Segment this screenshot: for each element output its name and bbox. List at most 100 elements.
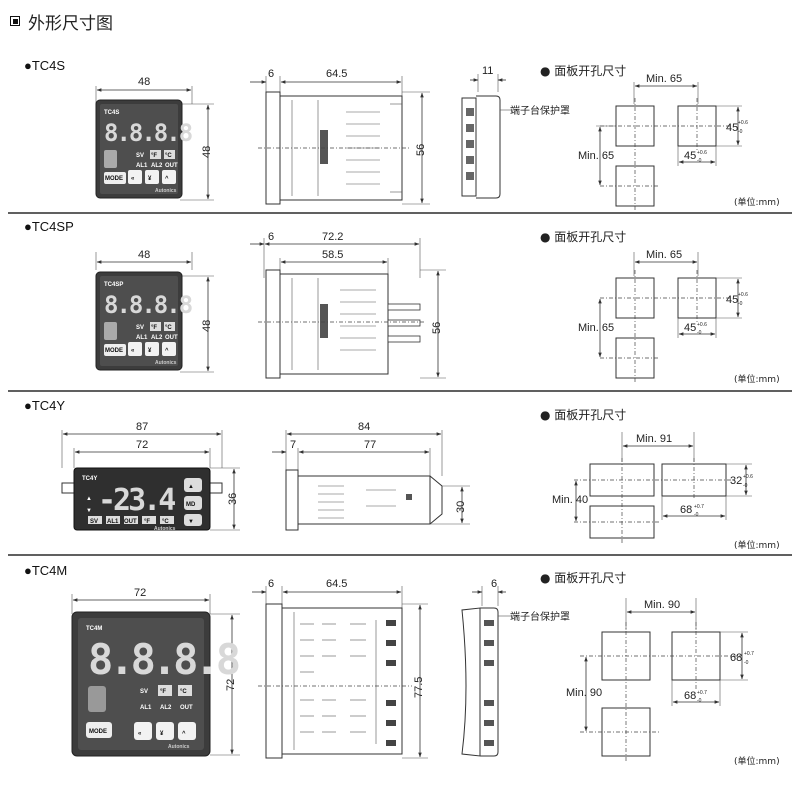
dim-height: 48 bbox=[201, 146, 213, 158]
unit-label: (单位:mm) bbox=[734, 755, 780, 767]
mode-button-label: MODE bbox=[89, 729, 107, 735]
hole-height-tol-minus: -0 bbox=[743, 483, 748, 489]
md-button-label: MD bbox=[186, 502, 196, 508]
dim-height: 72 bbox=[225, 679, 237, 691]
section-tc4y: ●TC4Y 87 72 TC4Y ▲ ▼ -23.4 ▲ MD ▼ SV AL1 bbox=[24, 398, 780, 551]
double-chevron-up-icon: ^ bbox=[182, 731, 186, 737]
cutout-heading: ● 面板开孔尺寸 bbox=[540, 408, 626, 422]
hole-width: 45 bbox=[684, 150, 696, 162]
label-sv: SV bbox=[90, 519, 98, 525]
double-chevron-left-icon: « bbox=[131, 348, 135, 354]
hole-height-tol-minus: -0 bbox=[738, 129, 743, 135]
label-out: OUT bbox=[180, 705, 193, 711]
dim-width-inner: 72 bbox=[136, 439, 148, 451]
label-f: °F bbox=[151, 325, 157, 331]
front-view: 48 48 TC4S 8.8.8.8 SV °F °C AL1 AL2 OUT … bbox=[95, 76, 214, 201]
label-sv: SV bbox=[136, 153, 144, 159]
hole-width-tol-minus: -0 bbox=[697, 330, 702, 336]
left-button bbox=[128, 170, 142, 184]
brand-logo: Autonics bbox=[155, 360, 177, 366]
panel-cutout: ● 面板开孔尺寸 Min. 91 Min. 40 32 +0.6 -0 68 bbox=[540, 408, 780, 551]
label-c: °C bbox=[165, 153, 172, 159]
hole-width-tol-plus: +0.7 bbox=[697, 690, 707, 696]
hole-width-tol-plus: +0.6 bbox=[697, 322, 707, 328]
mode-button bbox=[104, 172, 126, 184]
section-tc4s: ●TC4S 48 48 TC4S 8.8.8.8 SV °F °C AL1 AL… bbox=[24, 58, 780, 212]
dim-height: 36 bbox=[227, 493, 239, 505]
hole-width-tol-minus: -0 bbox=[697, 158, 702, 164]
hole-height: 45 bbox=[726, 122, 738, 134]
dim-inner-depth: 58.5 bbox=[322, 249, 343, 261]
label-out: OUT bbox=[165, 163, 178, 169]
side-view: 84 7 77 30 bbox=[272, 421, 470, 531]
double-chevron-down-icon: ¥ bbox=[160, 731, 164, 737]
triangle-up-icon: ▲ bbox=[188, 484, 194, 490]
dim-bezel: 7 bbox=[290, 439, 296, 451]
label-f: °F bbox=[144, 519, 150, 525]
square-bullet-icon bbox=[10, 16, 20, 26]
hole-height-tol-plus: +0.6 bbox=[738, 292, 748, 298]
terminal-cover-view: 6 端子台保护罩 bbox=[461, 578, 570, 757]
label-out: OUT bbox=[124, 519, 137, 525]
unit-label: (单位:mm) bbox=[734, 196, 780, 208]
hole-width-tol-plus: +0.6 bbox=[697, 150, 707, 156]
hole-height-tol-minus: -0 bbox=[738, 301, 743, 307]
label-c: °C bbox=[165, 325, 172, 331]
hole-width: 68 bbox=[684, 690, 696, 702]
dim-cover-depth: 6 bbox=[491, 578, 497, 590]
hole-width: 45 bbox=[684, 322, 696, 334]
unit-label: (单位:mm) bbox=[734, 539, 780, 551]
dim-width: 48 bbox=[138, 76, 150, 88]
hole-height-tol-plus: +0.7 bbox=[744, 651, 754, 657]
cutout-heading: ● 面板开孔尺寸 bbox=[540, 64, 626, 78]
dim-bezel: 6 bbox=[268, 578, 274, 590]
face-label: TC4Y bbox=[82, 476, 97, 482]
dim-height: 48 bbox=[201, 320, 213, 332]
cover-label: 端子台保护罩 bbox=[510, 104, 570, 117]
unit-label: (单位:mm) bbox=[734, 373, 780, 385]
label-al2: AL2 bbox=[151, 163, 163, 169]
label-al1: AL1 bbox=[136, 163, 148, 169]
up-arrow-icon: ▲ bbox=[86, 496, 92, 502]
page-title-text: 外形尺寸图 bbox=[28, 13, 113, 34]
min-vertical: Min. 40 bbox=[552, 494, 588, 506]
dim-depth: 64.5 bbox=[326, 68, 347, 80]
dim-bezel: 6 bbox=[268, 68, 274, 80]
device-body bbox=[73, 467, 211, 531]
front-view: 72 72 TC4M 8.8.8.8 SV °F °C AL1 AL2 OUT … bbox=[71, 587, 243, 757]
dim-depth: 72.2 bbox=[322, 231, 343, 243]
panel-cutout: ● 面板开孔尺寸 Min. 65 Min. 65 45 +0.6 -0 45 bbox=[540, 64, 780, 212]
label-f: °F bbox=[151, 153, 157, 159]
label-al1: AL1 bbox=[136, 335, 148, 341]
dim-inner-depth: 77 bbox=[364, 439, 376, 451]
face-label: TC4SP bbox=[104, 282, 123, 288]
dim-depth: 64.5 bbox=[326, 578, 347, 590]
cutout-heading: ● 面板开孔尺寸 bbox=[540, 230, 626, 244]
dim-height: 56 bbox=[431, 322, 443, 334]
label-al1: AL1 bbox=[140, 705, 152, 711]
label-al2: AL2 bbox=[160, 705, 172, 711]
min-horizontal: Min. 91 bbox=[636, 433, 672, 445]
dim-cover-depth: 11 bbox=[482, 65, 493, 77]
terminal-cover-view: 11 端子台保护罩 bbox=[461, 65, 570, 199]
hole-height-tol-minus: -0 bbox=[744, 660, 749, 666]
dim-depth: 84 bbox=[358, 421, 370, 433]
label-c: °C bbox=[162, 519, 169, 525]
page-title: 外形尺寸图 bbox=[10, 6, 113, 36]
model-label: ●TC4M bbox=[24, 563, 67, 578]
cover-label: 端子台保护罩 bbox=[510, 610, 570, 623]
min-vertical: Min. 90 bbox=[566, 687, 602, 699]
dim-bezel: 6 bbox=[268, 231, 274, 243]
double-chevron-left-icon: « bbox=[131, 176, 135, 182]
double-chevron-left-icon: « bbox=[138, 731, 142, 737]
double-chevron-up-icon: ^ bbox=[165, 348, 169, 354]
display-digits: 8.8.8.8 bbox=[88, 635, 239, 684]
down-button bbox=[145, 170, 159, 184]
triangle-down-icon: ▼ bbox=[188, 519, 194, 525]
min-horizontal: Min. 65 bbox=[646, 249, 682, 261]
hole-width: 68 bbox=[680, 504, 692, 516]
double-chevron-down-icon: ¥ bbox=[148, 348, 152, 354]
dim-width: 72 bbox=[134, 587, 146, 599]
hole-width-tol-minus: -0 bbox=[694, 512, 699, 518]
